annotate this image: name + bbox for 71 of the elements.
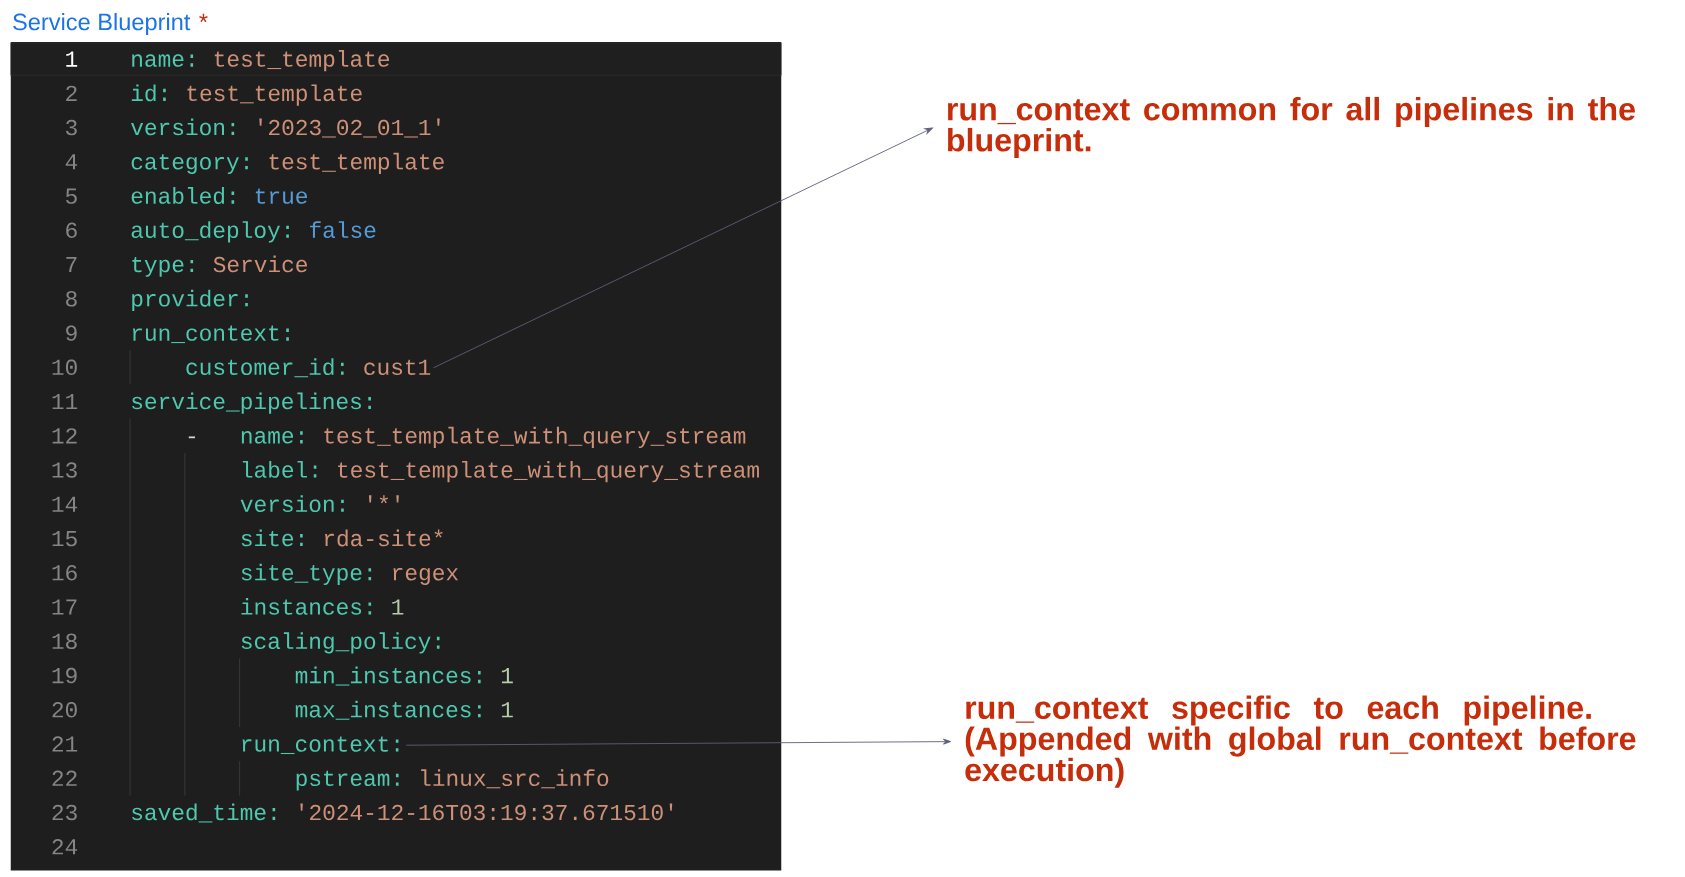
- code-line: run_context:: [242, 736, 399, 755]
- line-number: 9: [66, 325, 77, 341]
- code-value: true: [255, 188, 307, 204]
- code-key: saved_time:: [132, 803, 276, 823]
- required-mark: *: [199, 13, 208, 23]
- code-key: name:: [132, 54, 194, 67]
- code-value: '2024-12-16T03:19:37.671510': [300, 803, 673, 821]
- code-key: max_instances:: [295, 700, 481, 720]
- leader-arrow: [405, 738, 952, 746]
- line-number: 12: [52, 428, 77, 444]
- code-value: 1: [501, 668, 513, 684]
- line-number: 5: [66, 188, 77, 204]
- code-key: enabled:: [131, 187, 235, 204]
- code-key: label:: [242, 461, 317, 478]
- code-value: rda-site*: [325, 529, 443, 547]
- code-value: '2023_02_01_1': [259, 118, 440, 138]
- title: Service Blueprint: [13, 13, 191, 36]
- code-key: scaling_policy:: [241, 632, 440, 654]
- code-key: pstream:: [296, 770, 399, 791]
- code-key: type:: [132, 257, 194, 277]
- code-key: category:: [131, 154, 248, 175]
- line-number: 18: [52, 633, 77, 650]
- line-number: 17: [52, 599, 77, 615]
- line-number: 22: [52, 770, 77, 786]
- code-key: instances:: [241, 598, 372, 615]
- code-key: name:: [241, 431, 303, 444]
- code-value: test_template: [187, 84, 362, 106]
- line-number: 13: [52, 462, 77, 478]
- line-number: 24: [52, 839, 78, 855]
- line-number: 4: [65, 154, 78, 170]
- annotation-text: run_context specific to each pipeline. (Appended with global run_context before execution): [965, 695, 1636, 788]
- line-number: 15: [52, 531, 77, 547]
- list-dash: -: [188, 436, 195, 439]
- code-key: provider:: [132, 289, 248, 312]
- code-line: customer_id: cust1: [186, 358, 431, 378]
- code-key: id:: [131, 84, 166, 102]
- line-number: 1: [66, 51, 78, 67]
- code-value: 1: [501, 702, 513, 718]
- code-value: 1: [392, 599, 404, 615]
- code-key: auto_deploy:: [131, 221, 289, 243]
- line-number: 6: [66, 222, 77, 239]
- line-number: 2: [66, 85, 77, 101]
- line-number: 10: [52, 359, 77, 376]
- line-number: 16: [52, 565, 77, 581]
- code-value: regex: [393, 568, 459, 586]
- line-number: 14: [52, 496, 78, 512]
- line-number: 20: [52, 702, 77, 718]
- code-value: test_template_with_query_stream: [338, 461, 759, 483]
- code-value: test_template_with_query_stream: [324, 426, 746, 449]
- line-number: 19: [52, 667, 77, 684]
- leader-arrow: [433, 127, 933, 369]
- code-value: Service: [213, 255, 307, 273]
- line-number: 11: [52, 394, 78, 410]
- code-value: '*': [368, 495, 399, 504]
- line-number: 21: [52, 736, 78, 752]
- line-number: 3: [66, 119, 77, 136]
- code-key: site_type:: [241, 563, 372, 586]
- code-key: min_instances:: [295, 666, 481, 686]
- code-key: service_pipelines:: [132, 392, 371, 414]
- code-key: version:: [131, 118, 235, 136]
- annotation-text: run_context common for all pipelines in the blueprint.: [948, 97, 1635, 158]
- code-key: version:: [240, 495, 344, 513]
- line-number: 23: [52, 804, 77, 821]
- line-number: 8: [66, 291, 77, 307]
- code-value: false: [310, 221, 376, 239]
- code-key: site:: [241, 529, 303, 547]
- line-number: 7: [66, 257, 77, 273]
- code-value: linux_src_info: [421, 769, 609, 789]
- code-key: run_context:: [132, 325, 289, 344]
- code-value: test_template: [269, 152, 444, 175]
- code-value: test_template: [214, 50, 390, 72]
